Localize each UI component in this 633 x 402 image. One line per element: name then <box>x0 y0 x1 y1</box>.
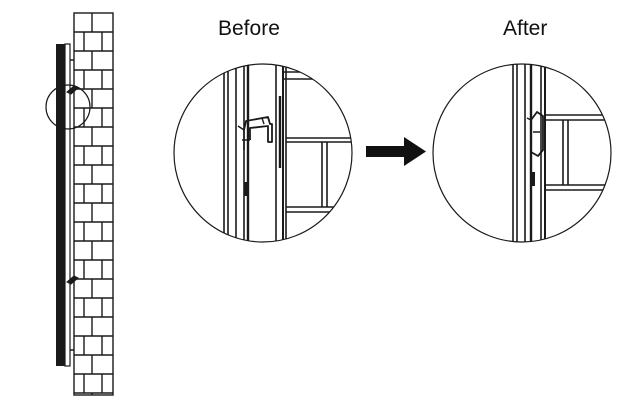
lower-hook <box>66 275 79 285</box>
brick-wall <box>73 12 114 396</box>
mounted-panel <box>56 43 79 367</box>
after-caption: After <box>503 17 548 40</box>
detail-highlight-circle <box>45 84 91 130</box>
after-zoom-circle <box>432 63 612 243</box>
before-caption: Before <box>218 17 280 40</box>
before-zoom-circle <box>173 63 353 243</box>
after-detail <box>432 63 612 243</box>
brick-courses <box>74 13 113 395</box>
panel-frame <box>64 43 71 367</box>
panel-body <box>56 44 65 366</box>
right-arrow-icon <box>366 137 426 166</box>
wall-outline <box>73 12 114 396</box>
before-detail <box>173 63 353 243</box>
